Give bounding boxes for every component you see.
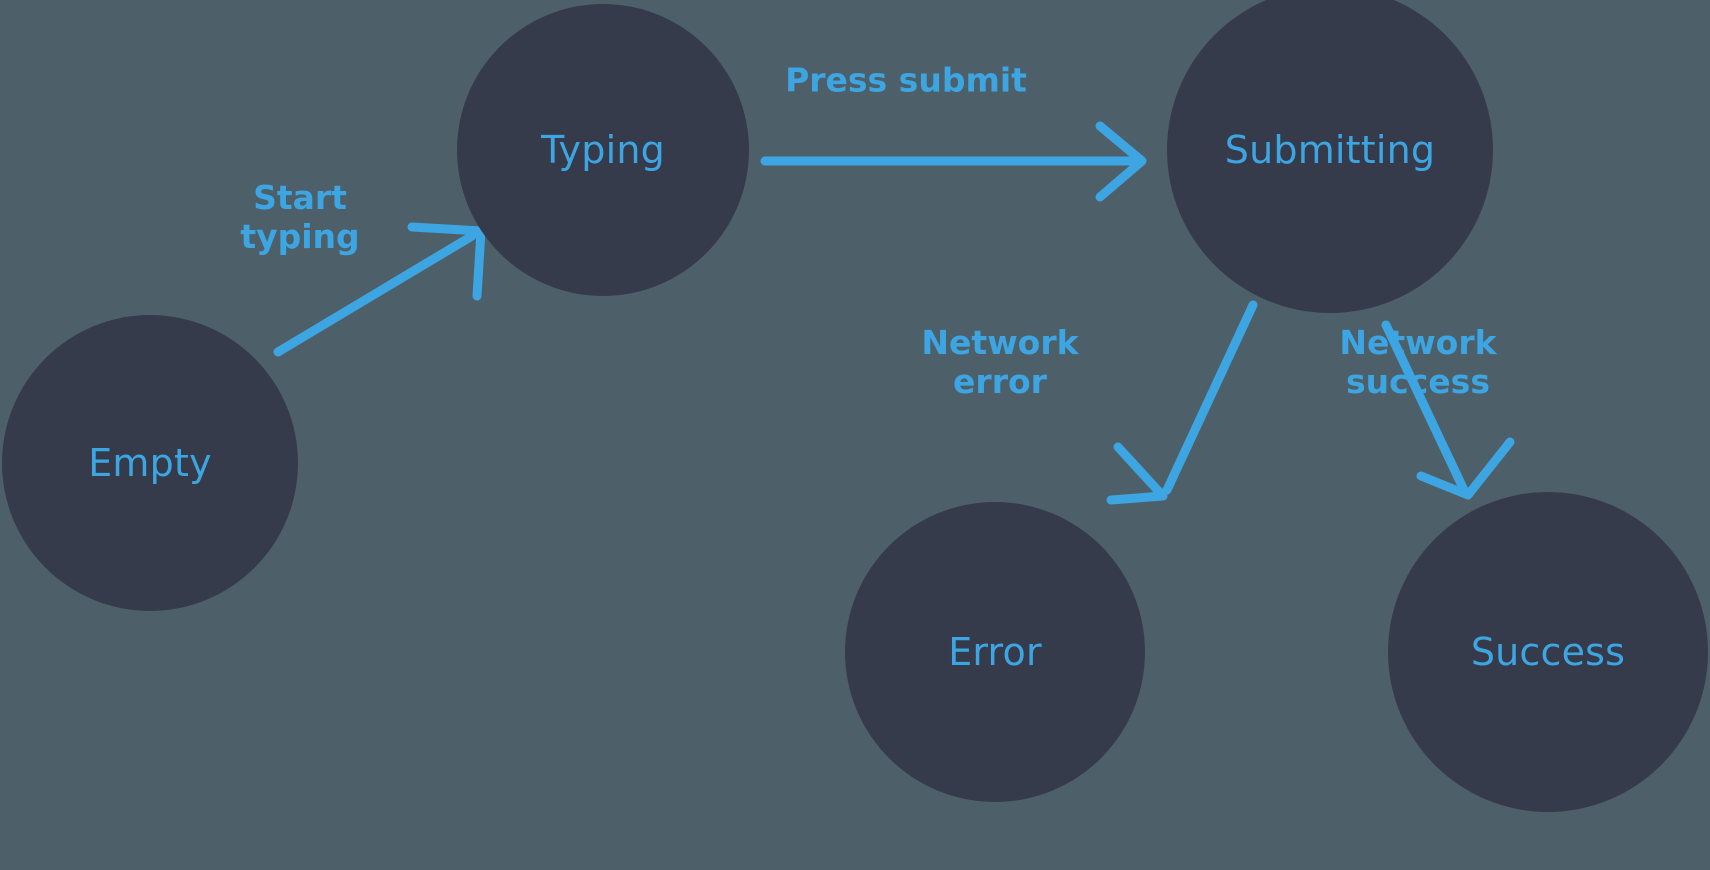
arrow-press-submit [760, 121, 1147, 202]
state-node-submitting[interactable]: Submitting [1167, 0, 1493, 313]
transition-label-network-success: Network success [1339, 323, 1497, 401]
state-node-label: Error [948, 630, 1042, 674]
state-node-label: Success [1470, 630, 1626, 674]
transition-label-press-submit: Press submit [785, 60, 1027, 100]
state-node-typing[interactable]: Typing [457, 4, 749, 296]
state-node-empty[interactable]: Empty [2, 315, 298, 611]
state-node-label: Empty [88, 441, 212, 485]
transition-label-network-error: Network error [921, 323, 1079, 401]
state-node-success[interactable]: Success [1388, 492, 1708, 812]
arrow-network-error [1106, 300, 1258, 505]
state-node-label: Submitting [1224, 128, 1436, 172]
state-node-label: Typing [541, 128, 665, 172]
transition-label-start-typing: Start typing [240, 178, 360, 256]
state-node-error[interactable]: Error [845, 502, 1145, 802]
